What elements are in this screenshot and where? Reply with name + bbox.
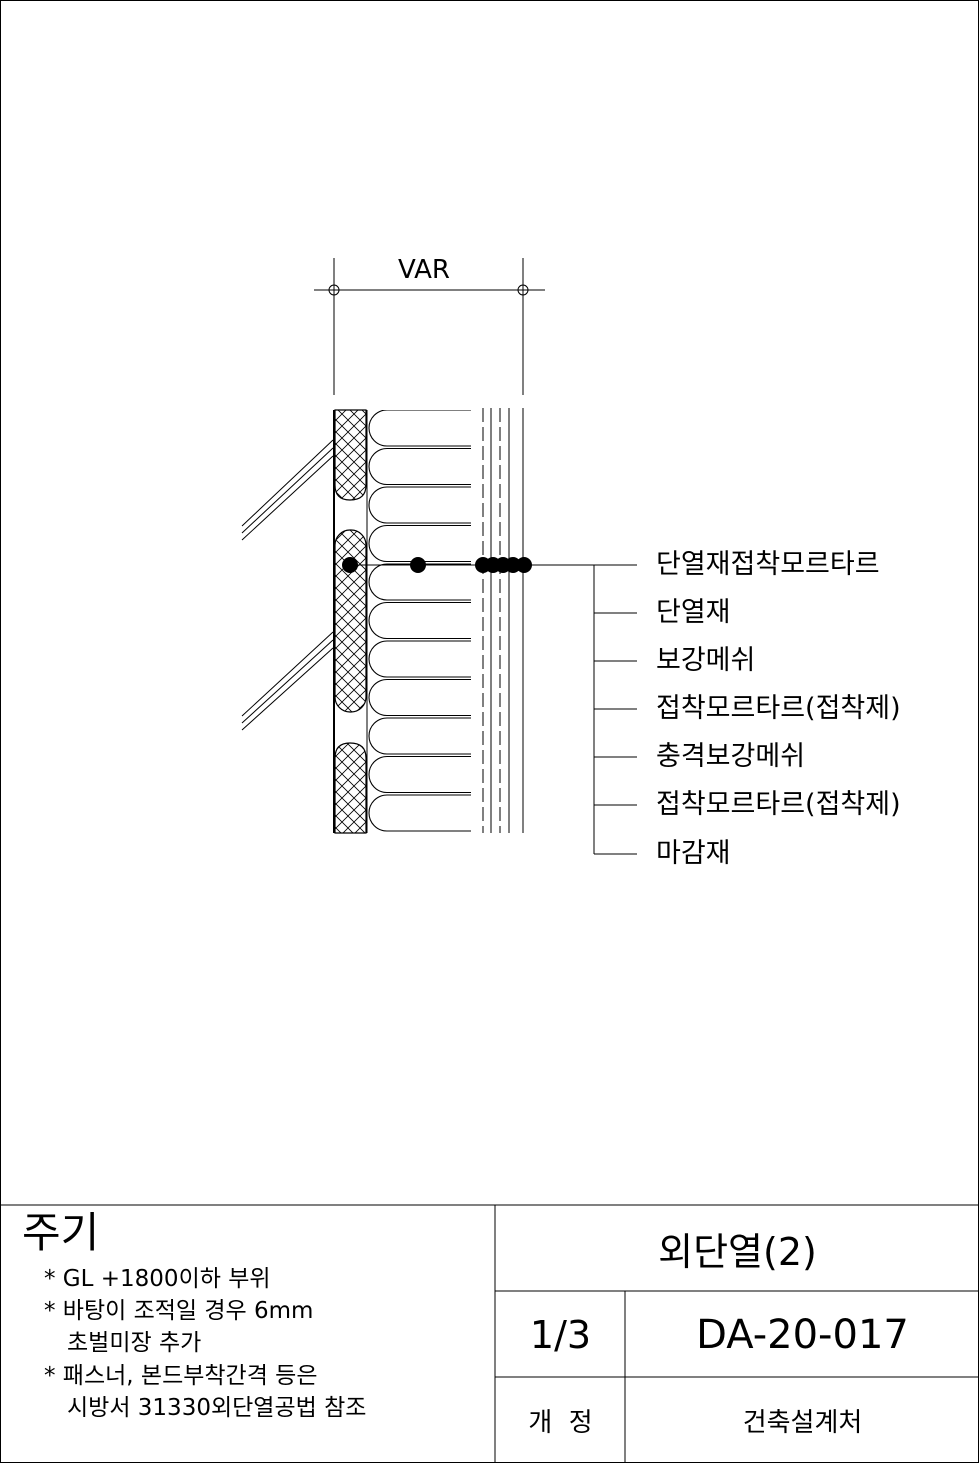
note-item: 시방서 31330외단열공법 참조 — [67, 1395, 367, 1421]
insulation-loop — [368, 717, 471, 755]
callout-insulation: 단열재 — [656, 597, 731, 628]
callout-adhesive-1: 접착모르타르(접착제) — [656, 693, 901, 724]
adhesive-mortar-dabs — [334, 409, 367, 834]
drawing-number: DA-20-017 — [696, 1311, 909, 1358]
drawing-scale: 1/3 — [529, 1312, 592, 1357]
insulation-loop — [368, 794, 471, 832]
callout-impact-mesh: 충격보강메쉬 — [656, 741, 806, 772]
drawing-title: 외단열(2) — [658, 1230, 817, 1274]
note-item: * GL +1800이하 부위 — [44, 1266, 271, 1292]
leader-line — [350, 564, 637, 855]
note-item: 초벌미장 추가 — [67, 1330, 202, 1356]
break-lines — [241, 439, 334, 731]
insulation-loop — [368, 601, 471, 640]
dimension-line — [314, 258, 545, 395]
insulation-loop — [368, 640, 471, 678]
notes-title: 주기 — [22, 1208, 100, 1257]
insulation-loop — [368, 678, 471, 717]
insulation-loop — [368, 524, 471, 563]
insulation-loop — [369, 372, 471, 408]
dimension-label: VAR — [398, 255, 450, 285]
insulation-loop — [368, 755, 471, 794]
title-block-grid — [0, 1204, 979, 1463]
revision-label: 개 정 — [528, 1408, 593, 1438]
callout-reinforcing-mesh: 보강메쉬 — [656, 645, 756, 676]
insulation-loop — [368, 410, 471, 447]
insulation-pattern — [368, 372, 471, 870]
callout-finish: 마감재 — [656, 838, 731, 869]
department-name: 건축설계처 — [742, 1408, 863, 1438]
callout-adhesive-mortar: 단열재접착모르타르 — [656, 549, 880, 580]
note-item: * 바탕이 조적일 경우 6mm — [44, 1298, 314, 1324]
insulation-loop — [368, 447, 471, 486]
insulation-loop — [368, 486, 471, 524]
finish-layers — [482, 408, 524, 833]
callout-adhesive-2: 접착모르타르(접착제) — [656, 789, 901, 820]
leader-dots — [342, 557, 532, 573]
note-item: * 패스너, 본드부착간격 등은 — [44, 1363, 318, 1389]
insulation-loop — [369, 834, 471, 870]
